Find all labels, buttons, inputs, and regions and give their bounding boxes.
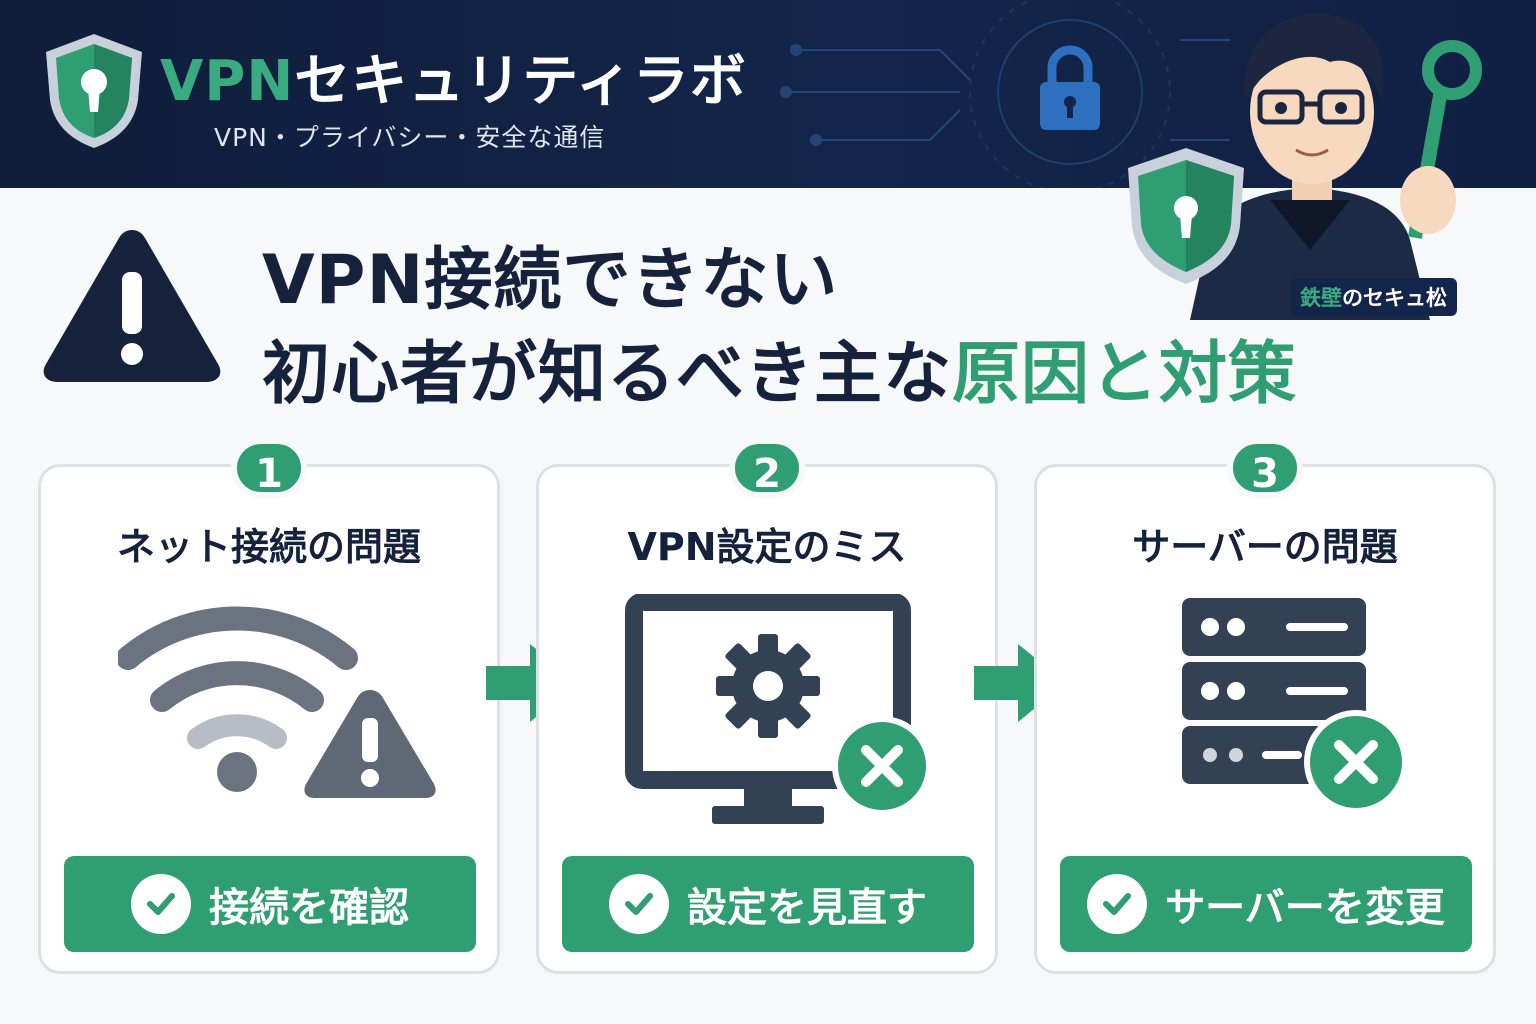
step-number-badge: 3 — [1227, 438, 1303, 498]
wifi-warning-icon — [118, 606, 436, 798]
check-circle-icon — [609, 874, 669, 934]
brand-title: VPNセキュリティラボ — [160, 36, 747, 117]
action-label: サーバーを変更 — [1165, 885, 1445, 931]
page-title-line1: VPN接続できない — [262, 241, 839, 320]
check-circle-icon — [131, 874, 191, 934]
page-title-highlight: 原因と対策 — [952, 335, 1298, 414]
step-title: サーバーの問題 — [1132, 525, 1398, 569]
brand-accent: VPN — [160, 49, 295, 114]
page-title-line2: 初心者が知るべき主な原因と対策 — [262, 318, 1297, 417]
mascot-illustration — [1128, 13, 1482, 320]
action-label: 設定を見直す — [687, 885, 927, 931]
action-button-review-settings[interactable]: 設定を見直す — [562, 856, 974, 952]
mascot-name-tag: 鉄壁のセキュ松 — [1290, 278, 1457, 316]
step-title: VPN設定のミス — [627, 525, 907, 569]
page-title-line2-main: 初心者が知るべき主な — [262, 335, 953, 414]
monitor-gear-error-icon — [625, 594, 932, 824]
action-button-change-server[interactable]: サーバーを変更 — [1060, 856, 1472, 952]
server-error-icon — [1182, 598, 1408, 814]
mascot-name-accent: 鉄壁 — [1300, 286, 1342, 310]
action-button-check-connection[interactable]: 接続を確認 — [64, 856, 476, 952]
warning-triangle-icon — [43, 230, 221, 382]
circuit-lock-decoration — [780, 0, 1230, 188]
shield-keyhole-logo-icon — [46, 34, 142, 148]
step-number-badge: 1 — [231, 438, 307, 498]
step-title: ネット接続の問題 — [116, 525, 421, 569]
arrow-right-icon — [974, 644, 1066, 722]
arrow-right-icon — [486, 644, 578, 722]
mascot-name-rest: のセキュ松 — [1342, 286, 1447, 310]
action-label: 接続を確認 — [209, 885, 409, 931]
brand-rest: セキュリティラボ — [294, 49, 747, 114]
brand-tagline: VPN・プライバシー・安全な通信 — [214, 123, 606, 152]
step-number-badge: 2 — [729, 438, 805, 498]
check-circle-icon — [1087, 874, 1148, 934]
